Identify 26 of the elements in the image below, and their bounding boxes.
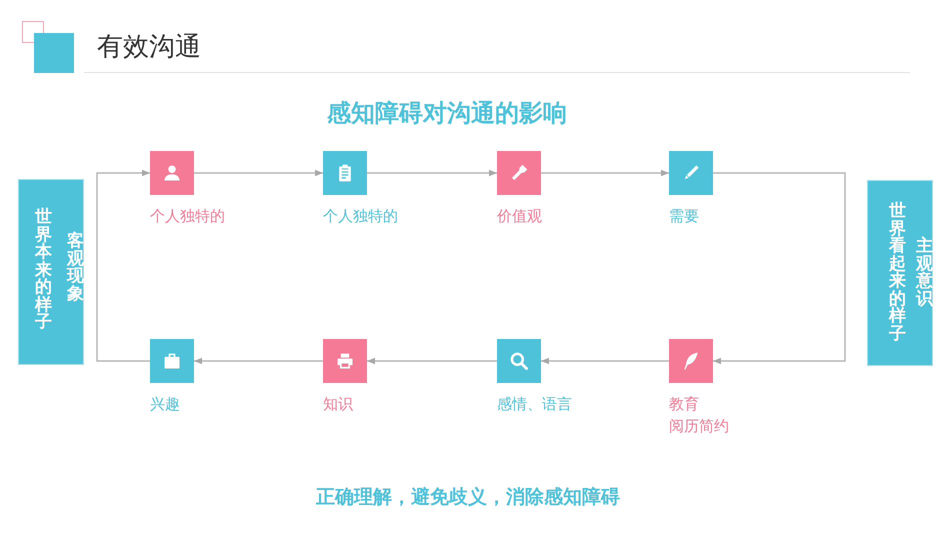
arrow — [367, 358, 497, 364]
side-panel — [867, 180, 933, 366]
node-label: 个人独特的 — [150, 206, 225, 226]
diagram-heading: 感知障碍对沟通的影响 — [327, 99, 567, 127]
arrow — [194, 170, 323, 176]
node-label: 教育 — [669, 394, 699, 414]
side-panel — [18, 179, 84, 365]
vertical-text: 世界本来的样子 — [35, 209, 52, 332]
arrow — [367, 170, 497, 176]
arrow — [541, 170, 669, 176]
node-label: 阅历简约 — [669, 416, 729, 436]
node-label: 感情、语言 — [497, 394, 572, 414]
vertical-text: 主观意识 — [916, 238, 933, 308]
arrow — [713, 172, 846, 364]
vertical-text: 客观现象 — [67, 233, 84, 303]
page-title: 有效沟通 — [97, 31, 201, 64]
node-label: 个人独特的 — [323, 206, 398, 226]
node-label: 知识 — [323, 394, 353, 414]
arrow — [541, 358, 669, 364]
node-label: 兴趣 — [150, 394, 180, 414]
arrow — [194, 358, 323, 364]
vertical-text: 世界看起来的样子 — [889, 203, 906, 343]
node-label: 价值观 — [497, 206, 542, 226]
caption: 正确理解，避免歧义，消除感知障碍 — [316, 486, 620, 508]
arrow — [96, 170, 150, 362]
node-label: 需要 — [669, 206, 699, 226]
